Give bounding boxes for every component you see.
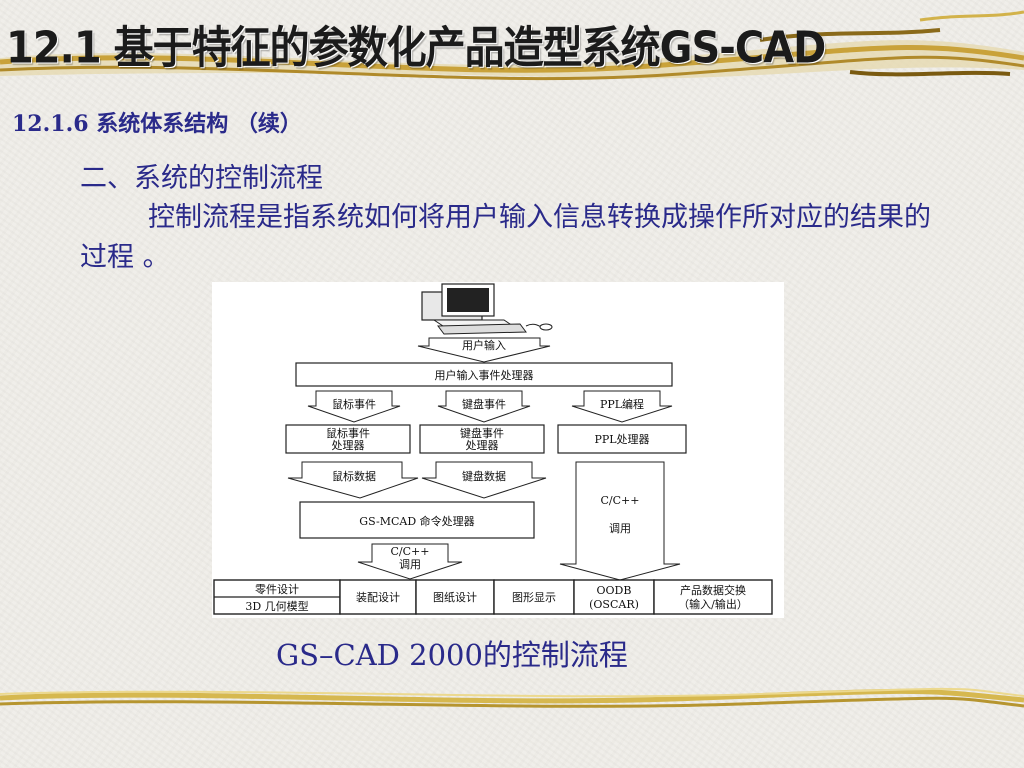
keyboard-event-arrow: 键盘事件 — [437, 390, 531, 423]
cpp-call-center-line2: 调用 — [399, 558, 421, 571]
module-data-exchange-line2: （输入/输出） — [678, 597, 748, 611]
module-part-design: 零件设计 — [255, 583, 299, 596]
module-geometry-modeling: 3D 几何模型 — [245, 599, 308, 613]
module-data-exchange-line1: 产品数据交换 — [680, 583, 746, 597]
cpp-call-right-line2: 调用 — [609, 522, 631, 535]
module-assembly-design: 装配设计 — [356, 591, 400, 604]
bottom-decorative-band — [0, 687, 1024, 708]
control-flow-diagram: 用户输入 用户输入事件处理器 鼠标事件 键盘事件 PPL编程 鼠标事件 处理器 — [212, 282, 784, 618]
mouse-event-arrow: 鼠标事件 — [307, 390, 401, 423]
event-processor-label: 用户输入事件处理器 — [435, 368, 534, 382]
command-processor-box: GS-MCAD 命令处理器 — [299, 501, 535, 539]
section-heading: 12.1.6 系统体系结构 （续） — [12, 111, 302, 137]
module-oodb-line1: OODB — [597, 584, 632, 597]
keyboard-data-arrow: 键盘数据 — [421, 461, 547, 499]
module-oodb-line2: (OSCAR) — [589, 598, 639, 611]
mouse-event-processor-box: 鼠标事件 处理器 — [285, 424, 411, 454]
mouse-event-label: 鼠标事件 — [332, 397, 376, 411]
keyboard-event-label: 键盘事件 — [462, 397, 506, 411]
cpp-call-center-arrow: C/C++ 调用 — [357, 543, 463, 580]
ppl-processor-box: PPL处理器 — [557, 424, 687, 454]
command-processor-label: GS-MCAD 命令处理器 — [359, 514, 474, 528]
module-drawing-design: 图纸设计 — [433, 591, 477, 604]
mouse-event-processor-line2: 处理器 — [332, 439, 365, 452]
mouse-data-label: 鼠标数据 — [332, 469, 376, 483]
ppl-processor-label: PPL处理器 — [594, 433, 649, 446]
user-input-label: 用户输入 — [462, 338, 506, 352]
user-input-arrow: 用户输入 — [417, 337, 551, 363]
module-graphics-display: 图形显示 — [512, 591, 556, 604]
keyboard-event-processor-line2: 处理器 — [466, 439, 499, 452]
computer-icon — [421, 283, 553, 335]
cpp-call-right-line1: C/C++ — [601, 494, 640, 507]
mouse-data-arrow: 鼠标数据 — [287, 461, 419, 499]
keyboard-data-label: 键盘数据 — [462, 469, 506, 483]
cpp-call-right-arrow: C/C++ 调用 — [559, 461, 681, 581]
cpp-call-center-line1: C/C++ — [391, 545, 430, 558]
slide-title: 12.1 基于特征的参数化产品造型系统GS-CAD — [6, 23, 826, 74]
event-processor-box: 用户输入事件处理器 — [295, 362, 673, 387]
ppl-programming-arrow: PPL编程 — [571, 390, 673, 423]
figure-caption: GS–CAD 2000的控制流程 — [276, 638, 628, 672]
keyboard-event-processor-line1: 键盘事件 — [460, 426, 504, 440]
mouse-event-processor-line1: 鼠标事件 — [326, 426, 370, 440]
top-decorative-band — [0, 10, 1024, 81]
ppl-programming-label: PPL编程 — [600, 397, 644, 411]
sub-heading: 二、系统的控制流程 — [80, 163, 323, 194]
module-row: 零件设计 3D 几何模型 装配设计 图纸设计 图形显示 OODB (OSCAR)… — [213, 579, 773, 615]
body-text: 控制流程是指系统如何将用户输入信息转换成操作所对应的结果的过程 。 — [80, 202, 931, 273]
keyboard-event-processor-box: 键盘事件 处理器 — [419, 424, 545, 454]
